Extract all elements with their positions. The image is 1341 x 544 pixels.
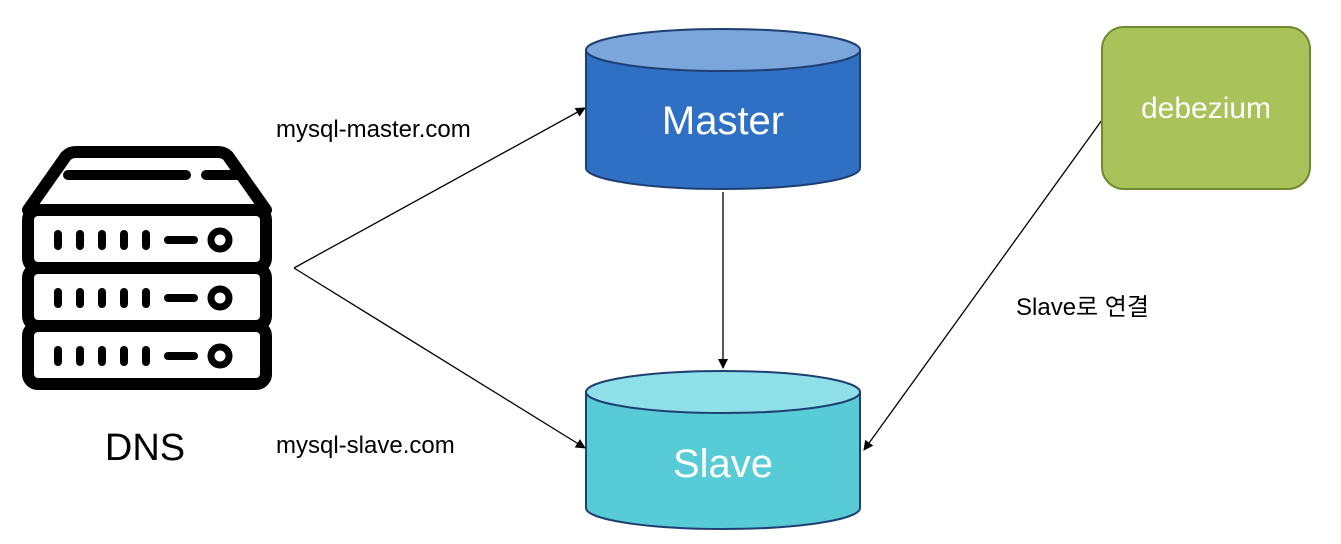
dns-label: DNS [105, 427, 185, 469]
debezium-node: debezium [1101, 26, 1311, 190]
debezium-box [1101, 26, 1311, 190]
master-cylinder-body [585, 49, 861, 190]
master-cylinder-top [585, 28, 861, 72]
edge-debezium-to-slave [863, 119, 1103, 451]
slave-label: Slave [673, 442, 773, 486]
master-label: Master [662, 99, 784, 143]
slave-database-node: Slave [585, 370, 861, 530]
edge-dns-to-master [293, 107, 586, 269]
edge-label-mysql-slave: mysql-slave.com [276, 432, 455, 459]
master-database-node: Master [585, 28, 861, 190]
debezium-label: debezium [1141, 92, 1271, 125]
server-rack-icon [22, 146, 272, 390]
slave-cylinder-top [585, 370, 861, 414]
edge-dns-to-slave [293, 267, 586, 449]
edge-label-slave-connect: Slave로 연결 [1016, 294, 1149, 321]
edge-label-mysql-master: mysql-master.com [276, 116, 471, 143]
slave-cylinder-body [585, 391, 861, 530]
